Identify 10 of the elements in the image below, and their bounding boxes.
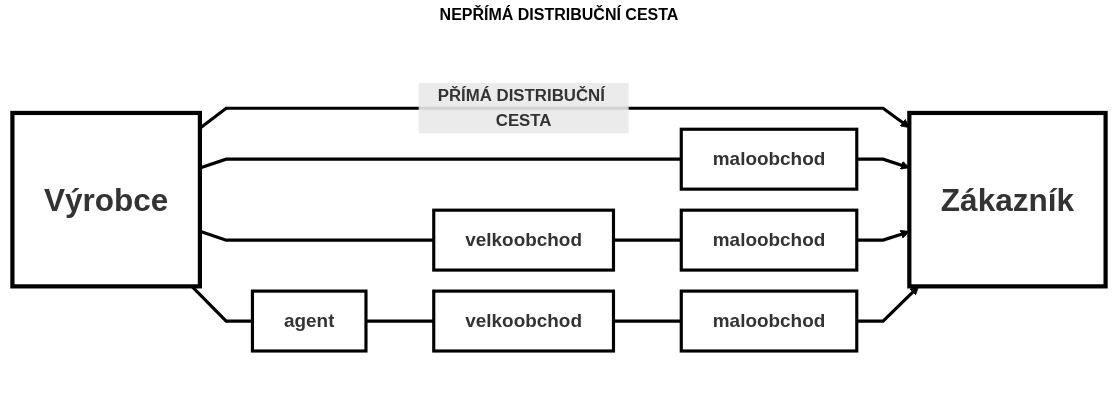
path-heading: NEPŘÍMÁ DISTRIBUČNÍ CESTA <box>439 6 679 24</box>
node-box: Výrobce <box>10 110 202 289</box>
node-box: velkoobchod <box>432 208 616 272</box>
node-box: maloobchod <box>679 289 859 353</box>
node-box: agent <box>250 289 368 353</box>
node-box: velkoobchod <box>432 289 616 353</box>
node-box: Zákazník <box>907 110 1108 289</box>
node-box: maloobchod <box>679 127 859 191</box>
edge-label: PŘÍMÁ DISTRIBUČNÍ CESTA <box>437 86 605 130</box>
node-box: maloobchod <box>679 208 859 272</box>
